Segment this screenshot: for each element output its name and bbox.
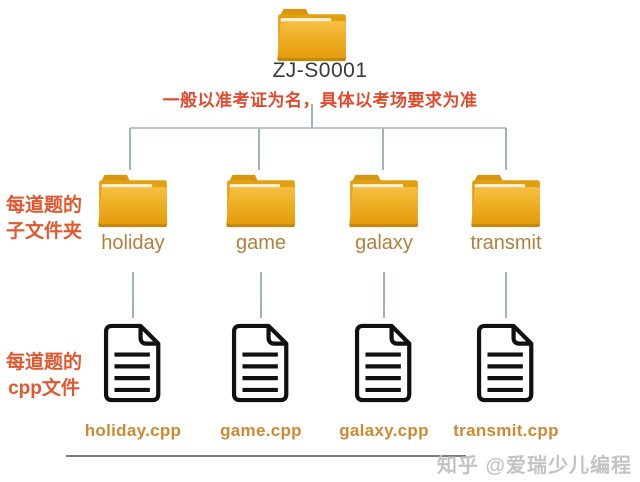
document-icon xyxy=(103,323,161,403)
root-folder-label: ZJ-S0001 xyxy=(272,59,368,82)
folder-column-game: game xyxy=(199,171,323,255)
folder-icon xyxy=(471,174,540,228)
side-label-cpp-files-line2: cpp文件 xyxy=(8,378,80,399)
file-column-holiday: holiday.cpp xyxy=(71,320,195,441)
file-label: game.cpp xyxy=(220,421,302,440)
folder-icon xyxy=(226,174,295,228)
file-label: galaxy.cpp xyxy=(339,421,429,440)
file-column-galaxy: galaxy.cpp xyxy=(322,320,446,441)
side-label-subfolders-line2: 子文件夹 xyxy=(5,221,82,242)
folder-icon xyxy=(349,174,418,228)
file-column-transmit: transmit.cpp xyxy=(444,320,568,441)
document-icon xyxy=(354,323,412,403)
folder-label: galaxy xyxy=(355,232,413,254)
side-label-subfolders-line1: 每道题的 xyxy=(5,195,82,216)
file-column-game: game.cpp xyxy=(199,320,323,441)
zhihu-watermark: 知乎 @爱瑞少儿编程 xyxy=(436,455,632,477)
file-label: transmit.cpp xyxy=(453,421,559,440)
folder-label: transmit xyxy=(470,232,542,254)
folder-column-galaxy: galaxy xyxy=(322,171,446,255)
document-icon xyxy=(231,323,289,403)
folder-column-transmit: transmit xyxy=(444,171,568,255)
side-label-cpp-files-line1: 每道题的 xyxy=(5,352,82,373)
side-label-cpp-files: 每道题的 cpp文件 xyxy=(0,350,88,402)
file-label: holiday.cpp xyxy=(84,421,182,440)
folder-column-holiday: holiday xyxy=(71,171,195,255)
naming-annotation: 一般以准考证为名，具体以考场要求为准 xyxy=(162,91,478,110)
bottom-divider-line xyxy=(66,455,466,457)
folder-icon xyxy=(98,174,167,228)
folder-label: game xyxy=(235,232,287,254)
document-icon xyxy=(476,323,534,403)
root-folder-icon xyxy=(277,8,346,62)
side-label-subfolders: 每道题的 子文件夹 xyxy=(0,193,88,245)
folder-label: holiday xyxy=(101,232,165,254)
